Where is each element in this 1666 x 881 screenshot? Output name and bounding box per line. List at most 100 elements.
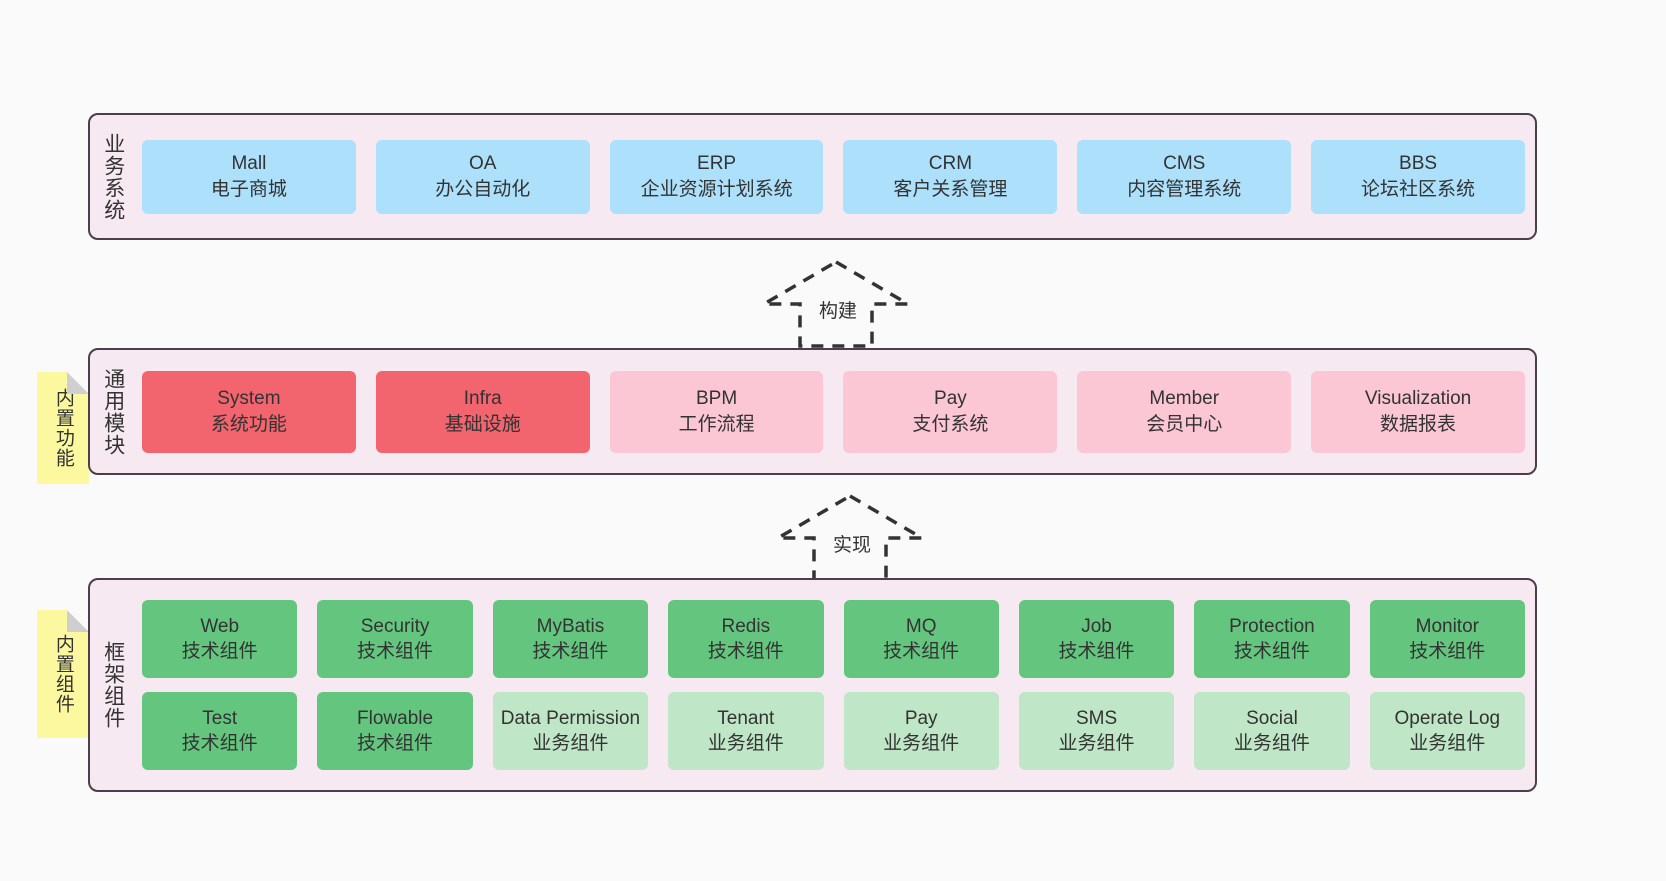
card-operate-log[interactable]: Operate Log 业务组件 [1369,692,1525,770]
card-title: Member [1149,388,1220,410]
card-flowable[interactable]: Flowable 技术组件 [317,692,473,770]
arrow-realize: 实现 [770,492,930,582]
card-bbs[interactable]: BBS 论坛社区系统 [1311,139,1525,214]
card-title: Web [200,615,240,637]
card-security[interactable]: Security 技术组件 [317,600,473,678]
card-title: Monitor [1415,615,1479,637]
note-fold-corner-icon [67,372,89,394]
layer-label-business: 业务系统 [101,132,125,221]
layer-common-modules: 通用模块 System 系统功能 Infra 基础设施 BPM 工作流程 Pay… [88,348,1537,475]
card-subtitle: 基础设施 [444,413,521,435]
card-title: Social [1246,707,1298,729]
card-subtitle: 技术组件 [707,641,784,662]
layer-body-framework: Web 技术组件 Security 技术组件 MyBatis 技术组件 Redi… [136,580,1535,790]
arrow-realize-label: 实现 [833,535,872,556]
card-web[interactable]: Web 技术组件 [142,600,298,678]
card-data-permission[interactable]: Data Permission 业务组件 [492,692,649,770]
card-mq[interactable]: MQ 技术组件 [843,600,999,678]
note-label: 内置组件 [52,634,74,714]
card-subtitle: 技术组件 [181,641,258,662]
card-subtitle: 企业资源计划系统 [640,178,793,200]
card-row: Mall 电子商城 OA 办公自动化 ERP 企业资源计划系统 CRM 客户关系… [142,139,1525,214]
card-title: Pay [934,388,967,410]
card-title: Redis [721,615,771,637]
layer-label-common: 通用模块 [101,367,125,456]
note-builtin-functions: 内置功能 [37,372,89,484]
card-job[interactable]: Job 技术组件 [1018,600,1175,678]
card-title: System [217,388,281,410]
card-row-business: Test 技术组件 Flowable 技术组件 Data Permission … [142,692,1525,770]
card-subtitle: 工作流程 [678,413,755,435]
card-subtitle: 内容管理系统 [1127,178,1242,200]
arrow-build: 构建 [756,258,916,348]
card-subtitle: 业务组件 [532,733,609,754]
card-title: MyBatis [536,615,605,637]
card-title: MQ [905,615,937,637]
card-subtitle: 业务组件 [1058,733,1135,754]
card-subtitle: 技术组件 [357,733,434,754]
card-title: Tenant [717,707,775,729]
card-title: Flowable [357,707,434,729]
card-erp[interactable]: ERP 企业资源计划系统 [609,139,824,214]
card-title: Mall [231,153,267,175]
card-title: OA [469,153,497,175]
layer-business-systems: 业务系统 Mall 电子商城 OA 办公自动化 ERP 企业资源计划系统 CRM… [88,113,1537,240]
note-fold-corner-icon [67,610,89,632]
card-title: Operate Log [1394,707,1501,729]
card-title: Infra [463,388,502,410]
card-cms[interactable]: CMS 内容管理系统 [1077,139,1292,214]
card-visualization[interactable]: Visualization 数据报表 [1311,370,1525,453]
card-title: SMS [1075,707,1118,729]
note-label: 内置功能 [52,388,74,468]
card-tenant[interactable]: Tenant 业务组件 [668,692,824,770]
card-subtitle: 技术组件 [1058,641,1135,662]
card-subtitle: 论坛社区系统 [1361,178,1476,200]
card-subtitle: 客户关系管理 [893,178,1008,200]
card-subtitle: 技术组件 [1233,641,1310,662]
card-row: System 系统功能 Infra 基础设施 BPM 工作流程 Pay 支付系统… [142,370,1525,453]
card-title: Pay [904,707,938,729]
card-title: Job [1081,615,1112,637]
card-title: Security [360,615,430,637]
card-subtitle: 技术组件 [883,641,960,662]
note-builtin-components: 内置组件 [37,610,89,738]
card-mall[interactable]: Mall 电子商城 [142,139,356,214]
card-title: Visualization [1364,388,1472,410]
card-redis[interactable]: Redis 技术组件 [668,600,824,678]
layer-framework-components: 框架组件 Web 技术组件 Security 技术组件 MyBatis 技术组件… [88,578,1537,792]
layer-label-framework: 框架组件 [101,641,125,729]
card-infra[interactable]: Infra 基础设施 [375,370,590,453]
card-subtitle: 支付系统 [912,413,989,435]
card-social[interactable]: Social 业务组件 [1194,692,1350,770]
card-subtitle: 业务组件 [707,733,784,754]
card-crm[interactable]: CRM 客户关系管理 [843,139,1058,214]
card-title: Data Permission [500,707,641,729]
card-subtitle: 数据报表 [1380,413,1457,435]
card-protection[interactable]: Protection 技术组件 [1194,600,1350,678]
arrow-build-shape [757,259,915,348]
card-subtitle: 业务组件 [1409,733,1486,754]
card-sms[interactable]: SMS 业务组件 [1018,692,1175,770]
card-subtitle: 技术组件 [532,641,609,662]
card-member[interactable]: Member 会员中心 [1077,370,1292,453]
card-subtitle: 业务组件 [883,733,960,754]
card-subtitle: 办公自动化 [435,178,531,200]
card-subtitle: 业务组件 [1233,733,1310,754]
card-title: BPM [695,388,738,410]
card-title: BBS [1399,153,1438,175]
card-subtitle: 技术组件 [181,733,258,754]
card-pay-business[interactable]: Pay 业务组件 [843,692,999,770]
card-oa[interactable]: OA 办公自动化 [375,139,590,214]
card-pay[interactable]: Pay 支付系统 [843,370,1058,453]
card-system[interactable]: System 系统功能 [142,370,356,453]
card-monitor[interactable]: Monitor 技术组件 [1369,600,1525,678]
card-mybatis[interactable]: MyBatis 技术组件 [492,600,649,678]
card-test[interactable]: Test 技术组件 [142,692,298,770]
card-bpm[interactable]: BPM 工作流程 [609,370,824,453]
arrow-build-label: 构建 [819,301,858,322]
card-subtitle: 技术组件 [1409,641,1486,662]
layer-body-business: Mall 电子商城 OA 办公自动化 ERP 企业资源计划系统 CRM 客户关系… [136,115,1535,238]
card-subtitle: 电子商城 [210,178,287,200]
card-title: Protection [1229,615,1315,637]
